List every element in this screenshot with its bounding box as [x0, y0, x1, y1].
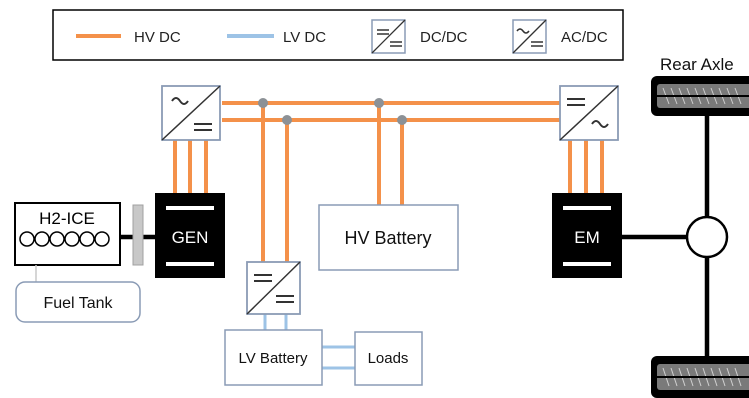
fuel-tank-label: Fuel Tank — [43, 295, 113, 312]
generator: GEN — [155, 193, 225, 278]
h2-ice-engine: H2-ICE — [14, 202, 121, 266]
dc-dc-converter — [246, 261, 301, 315]
differential — [685, 215, 729, 259]
hv-dc-wiring — [173, 101, 604, 262]
rear-wheel-top — [651, 76, 749, 116]
lv-battery-label: LV Battery — [239, 350, 308, 367]
bus-junctions — [258, 98, 407, 125]
hv-battery-label: HV Battery — [344, 228, 431, 248]
lv-dc-wiring — [263, 314, 355, 370]
legend: HV DC LV DC DC/DC AC/DC — [52, 9, 624, 61]
hv-battery: HV Battery — [318, 204, 459, 271]
gen-ac-dc-converter — [161, 85, 221, 141]
junction-dot — [397, 115, 407, 125]
fuel-tank: Fuel Tank — [15, 281, 141, 323]
dc-dc-legend-icon — [371, 19, 406, 54]
h2-ice-label: H2-ICE — [39, 209, 95, 228]
junction-dot — [374, 98, 384, 108]
em-label: EM — [574, 228, 600, 247]
rear-axle-label: Rear Axle — [660, 55, 734, 74]
gen-label: GEN — [172, 228, 209, 247]
ac-dc-legend-label: AC/DC — [561, 29, 608, 46]
ac-dc-legend-icon — [512, 19, 547, 54]
electric-motor: EM — [552, 193, 622, 278]
lv-battery: LV Battery — [224, 329, 323, 386]
ac-symbol — [591, 120, 609, 128]
junction-dot — [282, 115, 292, 125]
junction-dot — [258, 98, 268, 108]
loads-label: Loads — [368, 350, 409, 367]
ac-symbol — [171, 97, 189, 105]
shaft-coupling — [132, 204, 144, 266]
dc-dc-legend-label: DC/DC — [420, 29, 468, 46]
rear-wheel-bottom — [651, 356, 749, 398]
em-ac-dc-converter — [559, 85, 619, 141]
engine-cylinders — [19, 231, 110, 247]
loads: Loads — [354, 331, 423, 386]
lv-dc-legend-label: LV DC — [283, 29, 326, 46]
hv-dc-legend-label: HV DC — [134, 29, 181, 46]
